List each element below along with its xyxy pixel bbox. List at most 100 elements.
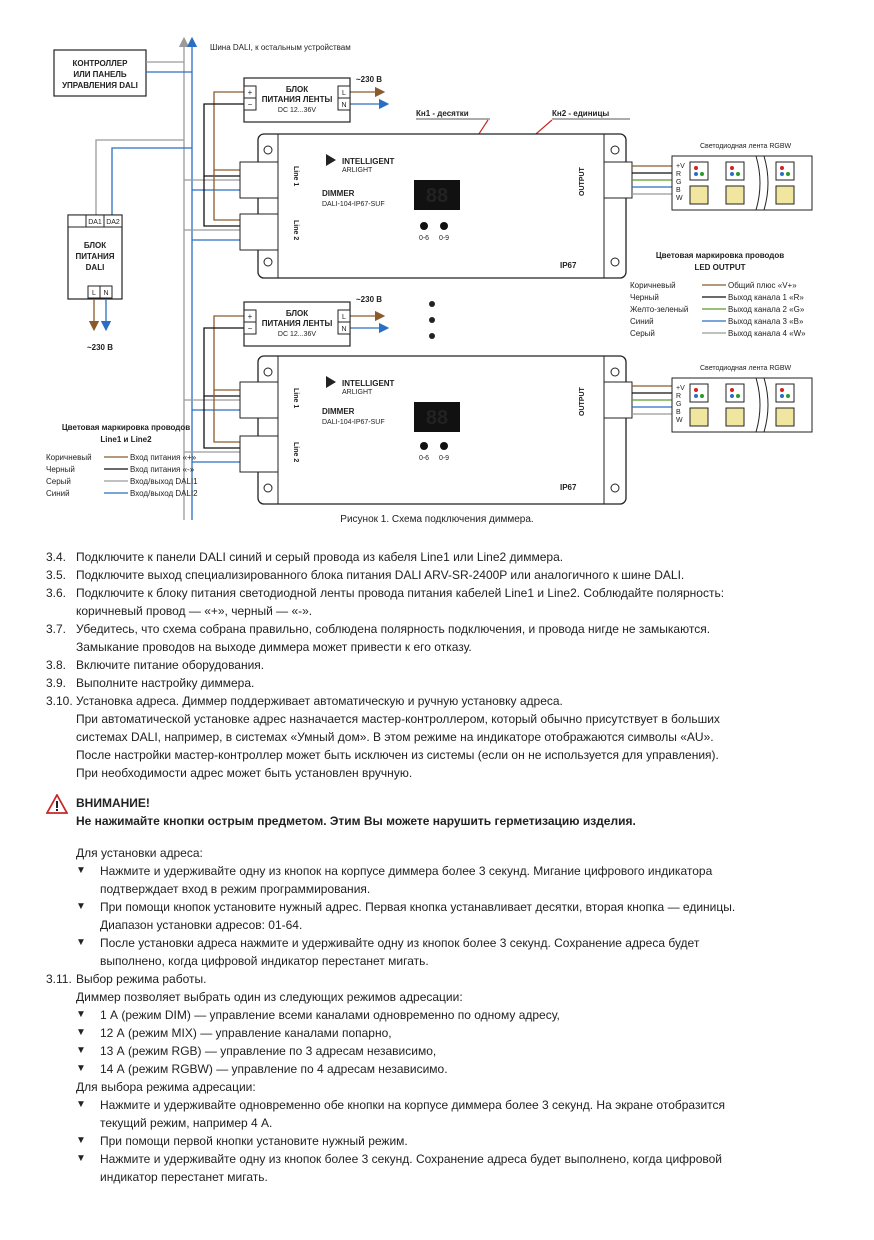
step-text: Убедитесь, что схема собрана правильно, …: [76, 622, 711, 636]
list-item: ▼Нажмите и удерживайте одну из кнопок на…: [46, 862, 846, 898]
dimmer2-btn-06: 0-6: [419, 455, 429, 462]
dali-psu-title-2: ПИТАНИЯ: [76, 252, 115, 261]
dali-psu-title-1: БЛОК: [84, 241, 106, 250]
mode-intro: Диммер позволяет выбрать один из следующ…: [76, 990, 463, 1004]
output-wires: [632, 165, 672, 415]
button2-label: Кн2 - единицы: [552, 109, 609, 118]
dimmer2-title: DIMMER: [322, 407, 355, 416]
dimmer1-brand-sub: ARLIGHT: [342, 167, 373, 174]
led-legend-name-2: Желто-зеленый: [630, 305, 688, 314]
step-number: 3.8.: [46, 658, 67, 672]
psu1-minus: −: [248, 100, 253, 109]
bullet-icon: ▼: [76, 901, 86, 912]
line-legend-meaning-2: Вход/выход DALI1: [130, 477, 198, 486]
psu2-title-2: ПИТАНИЯ ЛЕНТЫ: [262, 319, 333, 328]
dali-controller: КОНТРОЛЛЕР ИЛИ ПАНЕЛЬ УПРАВЛЕНИЯ DALI: [53, 49, 147, 97]
step-text: Подключите к панели DALI синий и серый п…: [76, 550, 564, 564]
step-3-11: 3.11.Выбор режима работы.: [46, 970, 846, 988]
dimmer2-brand: INTELLIGENT: [342, 379, 395, 388]
line-legend-meaning-0: Вход питания «+»: [130, 453, 197, 462]
psu2-plus: +: [248, 312, 253, 321]
step-3-4: 3.4.Подключите к панели DALI синий и сер…: [46, 548, 846, 566]
led-strip-1: Светодиодная лента RGBW +V R G B W: [671, 143, 813, 211]
dali-psu-n: N: [103, 290, 108, 297]
step-text: При автоматической установке адрес назна…: [76, 712, 720, 726]
dimmer1-ip: IP67: [560, 261, 577, 270]
figure-caption: Рисунок 1. Схема подключения диммера.: [340, 514, 534, 525]
psu1-n: N: [341, 102, 346, 109]
line-legend-title-2: Line1 и Line2: [100, 435, 152, 444]
controller-label-2: ИЛИ ПАНЕЛЬ: [73, 70, 127, 79]
strip1-pin-v: +V: [676, 163, 685, 170]
warning-title: ВНИМАНИЕ!: [76, 796, 150, 810]
list-item: ▼Нажмите и удерживайте одну из кнопок бо…: [46, 1150, 846, 1186]
mains-label-psu2: ~230 В: [356, 295, 382, 304]
list-item: ▼12 А (режим MIX) — управление каналами …: [46, 1024, 846, 1042]
dimmer-2: Line 1 Line 2 OUTPUT INTELLIGENT ARLIGHT…: [239, 355, 633, 505]
bullet-icon: ▼: [76, 1063, 86, 1074]
step-number: 3.5.: [46, 568, 67, 582]
led-legend-name-1: Черный: [630, 293, 659, 302]
dali-psu-l: L: [92, 290, 96, 297]
svg-text:88: 88: [426, 185, 448, 207]
dimmer2-line1: Line 1: [292, 388, 299, 408]
bullet-text: Нажмите и удерживайте одну из кнопок на …: [100, 864, 713, 878]
bullet-text: индикатор перестанет мигать.: [100, 1170, 268, 1184]
bullet-text: При помощи первой кнопки установите нужн…: [100, 1134, 408, 1148]
led-legend-name-0: Коричневый: [630, 281, 676, 290]
strip1-pin-g: G: [676, 179, 681, 186]
connection-diagram: КОНТРОЛЛЕР ИЛИ ПАНЕЛЬ УПРАВЛЕНИЯ DALI Ши…: [46, 36, 813, 520]
warning-icon: [45, 793, 76, 830]
dimmer2-btn-09: 0-9: [439, 455, 449, 462]
psu1-plus: +: [248, 88, 253, 97]
psu1-title-2: ПИТАНИЯ ЛЕНТЫ: [262, 95, 333, 104]
line-legend-meaning-3: Вход/выход DALI2: [130, 489, 198, 498]
step-text: Замыкание проводов на выходе диммера мож…: [76, 640, 472, 654]
bullet-text: Диапазон установки адресов: 01-64.: [100, 918, 303, 932]
mode-select-intro: Для выбора режима адресации:: [76, 1080, 256, 1094]
mains-label-psu1: ~230 В: [356, 75, 382, 84]
dimmer2-output: OUTPUT: [579, 387, 586, 417]
led-legend-title-1: Цветовая маркировка проводов: [656, 251, 784, 260]
bullet-text: подтверждает вход в режим программирован…: [100, 882, 371, 896]
led-legend-meaning-1: Выход канала 1 «R»: [728, 293, 804, 302]
line-legend-name-0: Коричневый: [46, 453, 92, 462]
dimmer2-line2: Line 2: [292, 442, 299, 462]
dali-psu-da2: DA2: [106, 219, 120, 226]
dimmer2-ip: IP67: [560, 483, 577, 492]
address-intro: Для установки адреса:: [76, 846, 203, 860]
step-number: 3.6.: [46, 586, 67, 600]
list-item: ▼ При помощи первой кнопки установите нуж…: [46, 1132, 846, 1150]
strip1-pin-b: B: [676, 187, 681, 194]
dimmer1-btn-06: 0-6: [419, 235, 429, 242]
dimmer1-model: DALI-104-IP67-SUF: [322, 201, 385, 208]
step-text: Установка адреса. Диммер поддерживает ав…: [76, 694, 563, 708]
dali-psu-title-3: DALI: [86, 263, 105, 272]
line-legend: Цветовая маркировка проводов Line1 и Lin…: [46, 423, 198, 498]
bullet-text: 12 А (режим MIX) — управление каналами п…: [100, 1026, 392, 1040]
dimmer1-btn-09: 0-9: [439, 235, 449, 242]
step-3-9: 3.9.Выполните настройку диммера.: [46, 674, 846, 692]
dimmer2-brand-sub: ARLIGHT: [342, 389, 373, 396]
bullet-text: Нажмите и удерживайте одну из кнопок бол…: [100, 1152, 722, 1166]
button1-label: Кн1 - десятки: [416, 109, 469, 118]
strip-psu-1: + − L N БЛОК ПИТАНИЯ ЛЕНТЫ DC 12...36V: [243, 77, 351, 123]
dimmer1-output: OUTPUT: [579, 167, 586, 197]
dali-bus-label: Шина DALI, к остальным устройствам: [210, 43, 351, 52]
led-legend-meaning-2: Выход канала 2 «G»: [728, 305, 805, 314]
dimmer2-model: DALI-104-IP67-SUF: [322, 419, 385, 426]
psu1-voltage: DC 12...36V: [278, 107, 316, 114]
dali-psu: DA1 DA2 БЛОК ПИТАНИЯ DALI L N: [67, 214, 123, 332]
step-3-10: 3.10. Установка адреса. Диммер поддержив…: [46, 692, 846, 782]
psu2-minus: −: [248, 324, 253, 333]
bullet-icon: ▼: [76, 1135, 86, 1146]
controller-label-3: УПРАВЛЕНИЯ DALI: [62, 81, 138, 90]
step-text: Подключите выход специализированного бло…: [76, 568, 685, 582]
controller-label-1: КОНТРОЛЛЕР: [73, 59, 129, 68]
bullet-icon: ▼: [76, 937, 86, 948]
bullet-text: 14 А (режим RGBW) — управление по 4 адре…: [100, 1062, 448, 1076]
strip1-pin-r: R: [676, 171, 681, 178]
bullet-text: текущий режим, например 4 А.: [100, 1116, 273, 1130]
led-legend-meaning-4: Выход канала 4 «W»: [728, 329, 806, 338]
svg-text:88: 88: [426, 407, 448, 429]
